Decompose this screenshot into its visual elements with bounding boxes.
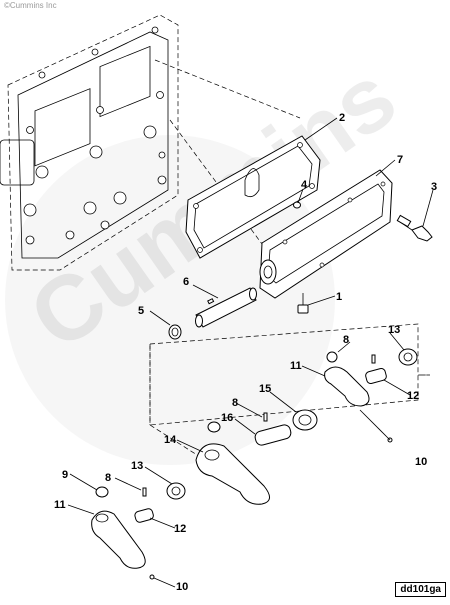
bolt-3: [396, 214, 433, 242]
screw-1: [297, 293, 309, 314]
plug-4: [293, 201, 301, 209]
callout-1: 1: [336, 291, 342, 303]
callout-6: 6: [183, 276, 189, 288]
callout-8: 8: [343, 334, 349, 346]
rocker-arm-left: [91, 482, 186, 580]
callout-14: 14: [164, 434, 177, 446]
rocker-arm-middle: [195, 409, 318, 505]
callouts: 2 7 4 3 6 1 5 13 8 11 12 10 15 8 16 14 9…: [54, 112, 437, 593]
copyright-text: ©Cummins Inc: [4, 1, 57, 10]
callout-13: 13: [388, 324, 400, 336]
callout-3: 3: [431, 181, 437, 193]
callout-11-left: 11: [54, 499, 66, 511]
callout-12-left: 12: [174, 523, 186, 535]
callout-13-left: 13: [131, 460, 143, 472]
callout-10: 10: [415, 456, 427, 468]
figure-id-label: dd101ga: [395, 582, 446, 597]
callout-5: 5: [138, 305, 144, 317]
callout-11: 11: [290, 360, 302, 372]
callout-9: 9: [62, 469, 68, 481]
rocker-housing: [259, 169, 393, 299]
bushing-5: [168, 324, 182, 340]
callout-2: 2: [339, 112, 345, 124]
callout-12: 12: [407, 390, 419, 402]
callout-16: 16: [221, 412, 233, 424]
rocker-arm-right: [324, 348, 418, 443]
callout-10-left: 10: [176, 581, 188, 593]
callout-4: 4: [301, 179, 308, 191]
callout-7: 7: [397, 154, 403, 166]
rocker-shaft: [195, 287, 257, 328]
callout-8-middle: 8: [232, 397, 238, 409]
leader-lines: [67, 117, 434, 588]
gasket: [185, 135, 321, 259]
callout-15: 15: [259, 383, 271, 395]
callout-8-left: 8: [105, 472, 111, 484]
